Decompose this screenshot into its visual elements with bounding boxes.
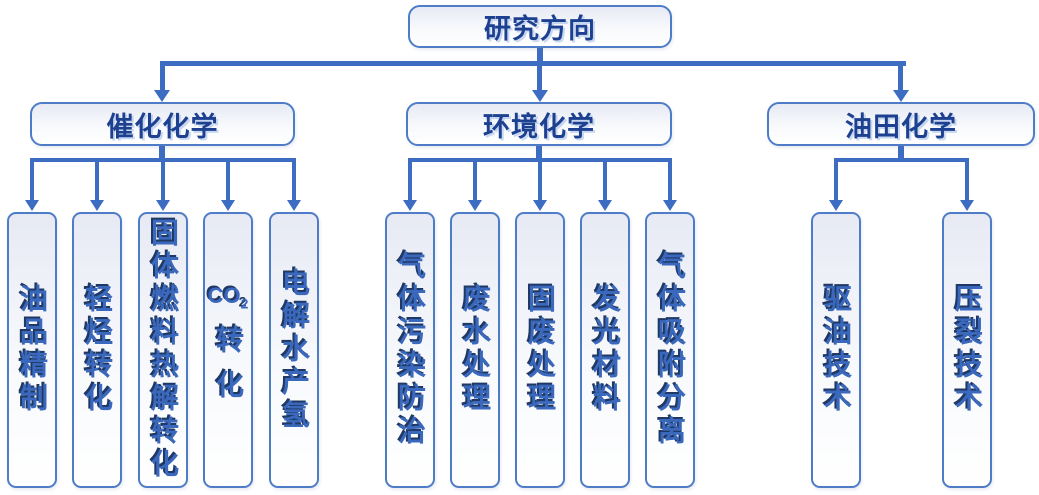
arrow-down-icon [533,200,547,211]
connector-drop [603,158,607,200]
connector-drop-catalytic [160,61,165,91]
connector-oilfield-stub [898,145,904,161]
node-wastewater-treatment: 废水处理 [450,212,500,488]
connector-drop [161,158,165,200]
node-gas-adsorption-separation: 气体吸附分离 [645,212,695,488]
connector-environmental-stub [536,145,542,161]
arrow-down-icon [287,200,301,211]
node-solid-fuel-pyrolysis-conversion: 固体燃料热解转化 [138,212,188,488]
arrow-down-icon [468,200,482,211]
arrow-down-icon [221,200,235,211]
node-label: 压裂技术 [952,284,983,416]
connector-oilfield-horizontal [834,158,969,162]
connector-level1-horizontal [160,61,906,66]
node-label: 固废处理 [525,284,556,416]
node-label: 电解水产氢 [279,267,310,433]
arrow-down-icon [893,90,909,102]
node-label-formula: CO2 [207,283,249,312]
node-label: 驱油技术 [821,284,852,416]
arrow-down-icon [403,200,417,211]
node-research-direction: 研究方向 [408,5,672,48]
connector-drop [408,158,412,200]
node-label: 废水处理 [460,284,491,416]
arrow-down-icon [663,200,677,211]
node-gas-pollution-control: 气体污染防治 [385,212,435,488]
arrow-down-icon [829,200,843,211]
node-label: 油品精制 [17,284,48,416]
connector-drop [538,158,542,200]
node-water-electrolysis-hydrogen: 电解水产氢 [269,212,319,488]
connector-drop [834,158,838,200]
connector-drop [965,158,969,200]
connector-drop [95,158,99,200]
node-label: 研究方向 [484,14,596,44]
connector-drop-environmental [537,61,542,91]
node-label: 油田化学 [845,111,957,142]
node-solid-waste-treatment: 固废处理 [515,212,565,488]
node-co2-conversion: CO2 转化 [203,212,253,488]
node-label: 环境化学 [483,111,595,142]
connector-drop [473,158,477,200]
node-fracturing-technology: 压裂技术 [942,212,992,488]
connector-drop [226,158,230,200]
node-label: 气体污染防治 [395,251,426,449]
node-label: 轻烃转化 [82,284,113,416]
node-oilfield-chemistry: 油田化学 [767,102,1035,146]
arrow-down-icon [532,90,548,102]
connector-catalytic-stub [159,145,165,161]
node-luminescent-materials: 发光材料 [580,212,630,488]
arrow-down-icon [960,200,974,211]
node-light-hydrocarbon-conversion: 轻烃转化 [72,212,122,488]
node-label: 固体燃料热解转化 [148,218,179,482]
arrow-down-icon [598,200,612,211]
node-oil-displacement-technology: 驱油技术 [811,212,861,488]
connector-drop [292,158,296,200]
node-label: 气体吸附分离 [655,251,686,449]
node-label-suffix: 转化 [213,324,244,415]
node-label: 催化化学 [106,111,219,142]
arrow-down-icon [90,200,104,211]
connector-drop-oilfield [898,61,903,91]
node-label: 发光材料 [590,284,621,416]
node-catalytic-chemistry: 催化化学 [30,102,295,146]
connector-root-stub [537,46,543,64]
arrow-down-icon [156,200,170,211]
arrow-down-icon [25,200,39,211]
connector-drop [30,158,34,200]
node-oil-refining: 油品精制 [7,212,57,488]
connector-drop [668,158,672,200]
arrow-down-icon [154,90,170,102]
node-environmental-chemistry: 环境化学 [406,102,672,146]
